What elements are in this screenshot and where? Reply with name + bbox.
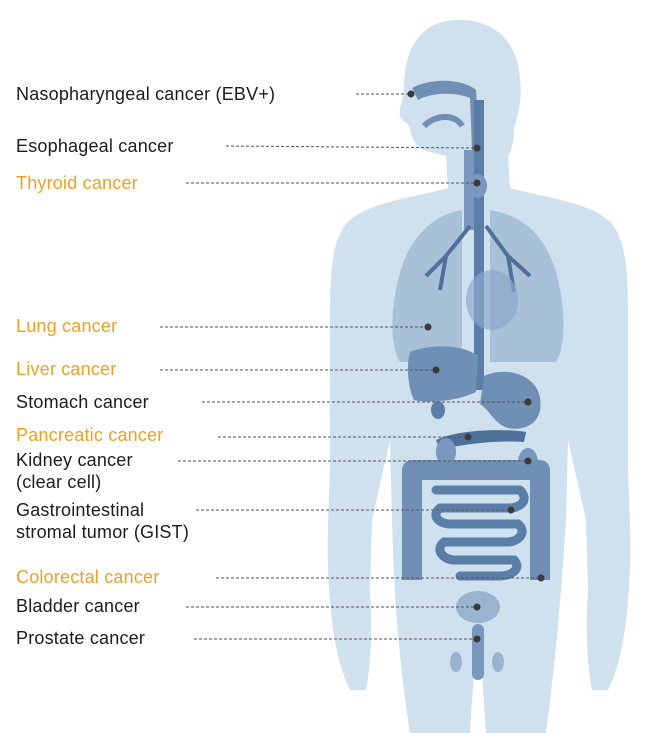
label-text: Stomach cancer [16, 392, 149, 412]
leader-dot-kidney [525, 458, 532, 465]
leader-dot-lung [425, 324, 432, 331]
label-prostate: Prostate cancer [16, 627, 145, 649]
label-text: Gastrointestinal [16, 499, 189, 521]
leader-dot-thyroid [474, 180, 481, 187]
label-text: stromal tumor (GIST) [16, 521, 189, 543]
label-text: (clear cell) [16, 471, 133, 493]
gallbladder [431, 401, 445, 419]
label-gist: Gastrointestinal stromal tumor (GIST) [16, 499, 189, 543]
label-text: Lung cancer [16, 316, 117, 336]
leader-dot-prostate [474, 636, 481, 643]
leader-dot-nasopharyngeal [408, 91, 415, 98]
label-liver: Liver cancer [16, 358, 116, 380]
label-colorectal: Colorectal cancer [16, 566, 159, 588]
leader-dot-pancreatic [465, 434, 472, 441]
leader-dot-liver [433, 367, 440, 374]
label-thyroid: Thyroid cancer [16, 172, 138, 194]
label-nasopharyngeal: Nasopharyngeal cancer (EBV+) [16, 83, 275, 105]
leader-dot-bladder [474, 604, 481, 611]
label-pancreatic: Pancreatic cancer [16, 424, 163, 446]
label-text: Kidney cancer [16, 449, 133, 471]
testis-right [492, 652, 504, 672]
leader-dot-esophageal [474, 145, 481, 152]
label-kidney: Kidney cancer (clear cell) [16, 449, 133, 493]
liver [408, 346, 478, 401]
label-text: Pancreatic cancer [16, 425, 163, 445]
label-text: Bladder cancer [16, 596, 140, 616]
label-text: Thyroid cancer [16, 173, 138, 193]
leader-dot-colorectal [538, 575, 545, 582]
prostate [472, 624, 484, 680]
label-text: Prostate cancer [16, 628, 145, 648]
label-text: Liver cancer [16, 359, 116, 379]
heart [466, 270, 518, 330]
leader-dot-gist [508, 507, 515, 514]
label-text: Esophageal cancer [16, 136, 174, 156]
label-lung: Lung cancer [16, 315, 117, 337]
label-bladder: Bladder cancer [16, 595, 140, 617]
label-esophageal: Esophageal cancer [16, 135, 174, 157]
label-stomach: Stomach cancer [16, 391, 149, 413]
label-text: Nasopharyngeal cancer (EBV+) [16, 84, 275, 104]
leader-dot-stomach [525, 399, 532, 406]
esophagus [474, 100, 484, 390]
testis-left [450, 652, 462, 672]
label-text: Colorectal cancer [16, 567, 159, 587]
